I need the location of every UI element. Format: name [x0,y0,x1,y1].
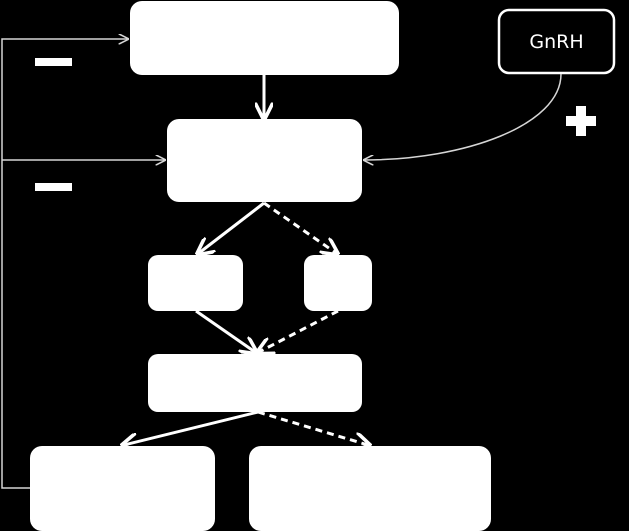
bottom-right-box [249,446,491,531]
gnrh-label: GnRH [529,31,583,53]
second-box [167,119,362,202]
plus-sign-icon [566,106,596,136]
gnrh-curve-to-second [364,73,562,160]
minus-sign-icon [35,183,72,191]
arrow-left-mid-to-center [195,309,255,352]
arrow-right-mid-to-center-dashed [259,309,339,352]
bottom-left-box [30,446,215,531]
minus-sign-icon [35,58,72,66]
arrow-second-to-left-mid [199,201,265,253]
gnrh-box [497,8,616,75]
feedback-line-outer [1,39,128,489]
center-box [148,354,362,412]
top-box [130,1,399,75]
right-mid-box [304,255,372,311]
left-mid-box [148,255,243,311]
arrow-center-to-bottom-right-dashed [257,410,368,445]
arrow-center-to-bottom-left [124,410,259,445]
arrow-second-to-right-mid-dashed [263,201,336,253]
